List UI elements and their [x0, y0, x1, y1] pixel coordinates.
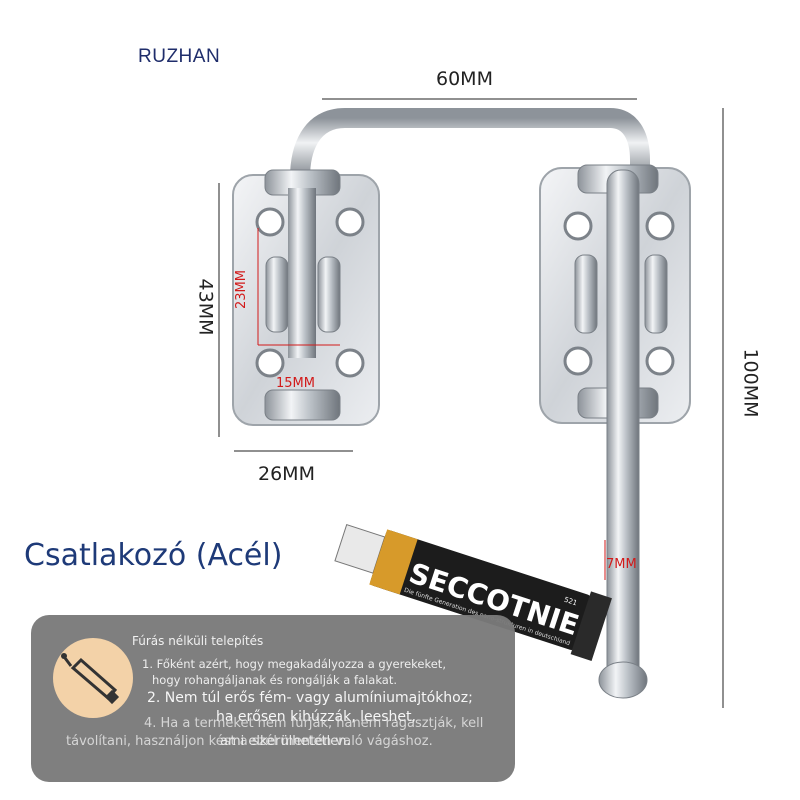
dim-inner-width: 15MM — [276, 376, 315, 391]
panel-line-1a: 1. Főként azért, hogy megakadályozza a g… — [142, 657, 446, 671]
panel-line-3b: távolítani, használjon kést a szél menté… — [66, 734, 433, 749]
handle-bar — [290, 108, 650, 190]
glue-tube-icon — [53, 638, 133, 718]
dim-height-total: 100MM — [739, 348, 762, 418]
dim-inner-height: 23MM — [233, 270, 249, 309]
brand-logo-text: RUZHAN — [138, 46, 221, 67]
inner-dim-lines — [257, 228, 606, 580]
dim-height-plate: 43MM — [194, 278, 217, 336]
dimension-lines — [218, 98, 724, 708]
product-title: Csatlakozó (Acél) — [24, 538, 283, 573]
panel-title: Fúrás nélküli telepítés — [132, 634, 264, 648]
panel-line-1b: hogy rohangáljanak és rongálják a falaka… — [152, 673, 397, 687]
left-plate — [232, 169, 380, 426]
panel-line-2a: 2. Nem túl erős fém- vagy alumíniumajtók… — [147, 690, 473, 706]
panel-line-3a: 4. Ha a terméket nem fúrják, hanem ragas… — [144, 716, 484, 731]
dim-width-plate: 26MM — [258, 463, 315, 485]
bolt-rod — [606, 169, 640, 691]
dim-width-total: 60MM — [436, 68, 493, 90]
dim-bolt-diameter: 7MM — [606, 557, 637, 572]
bolt-tip — [598, 661, 648, 699]
tube-code-text: 521 — [563, 596, 578, 608]
panel-line-2b: ha erősen kihúzzák, leeshet, — [216, 709, 416, 725]
panel-line-4b: ami elkerülhetetlen. — [220, 734, 351, 749]
